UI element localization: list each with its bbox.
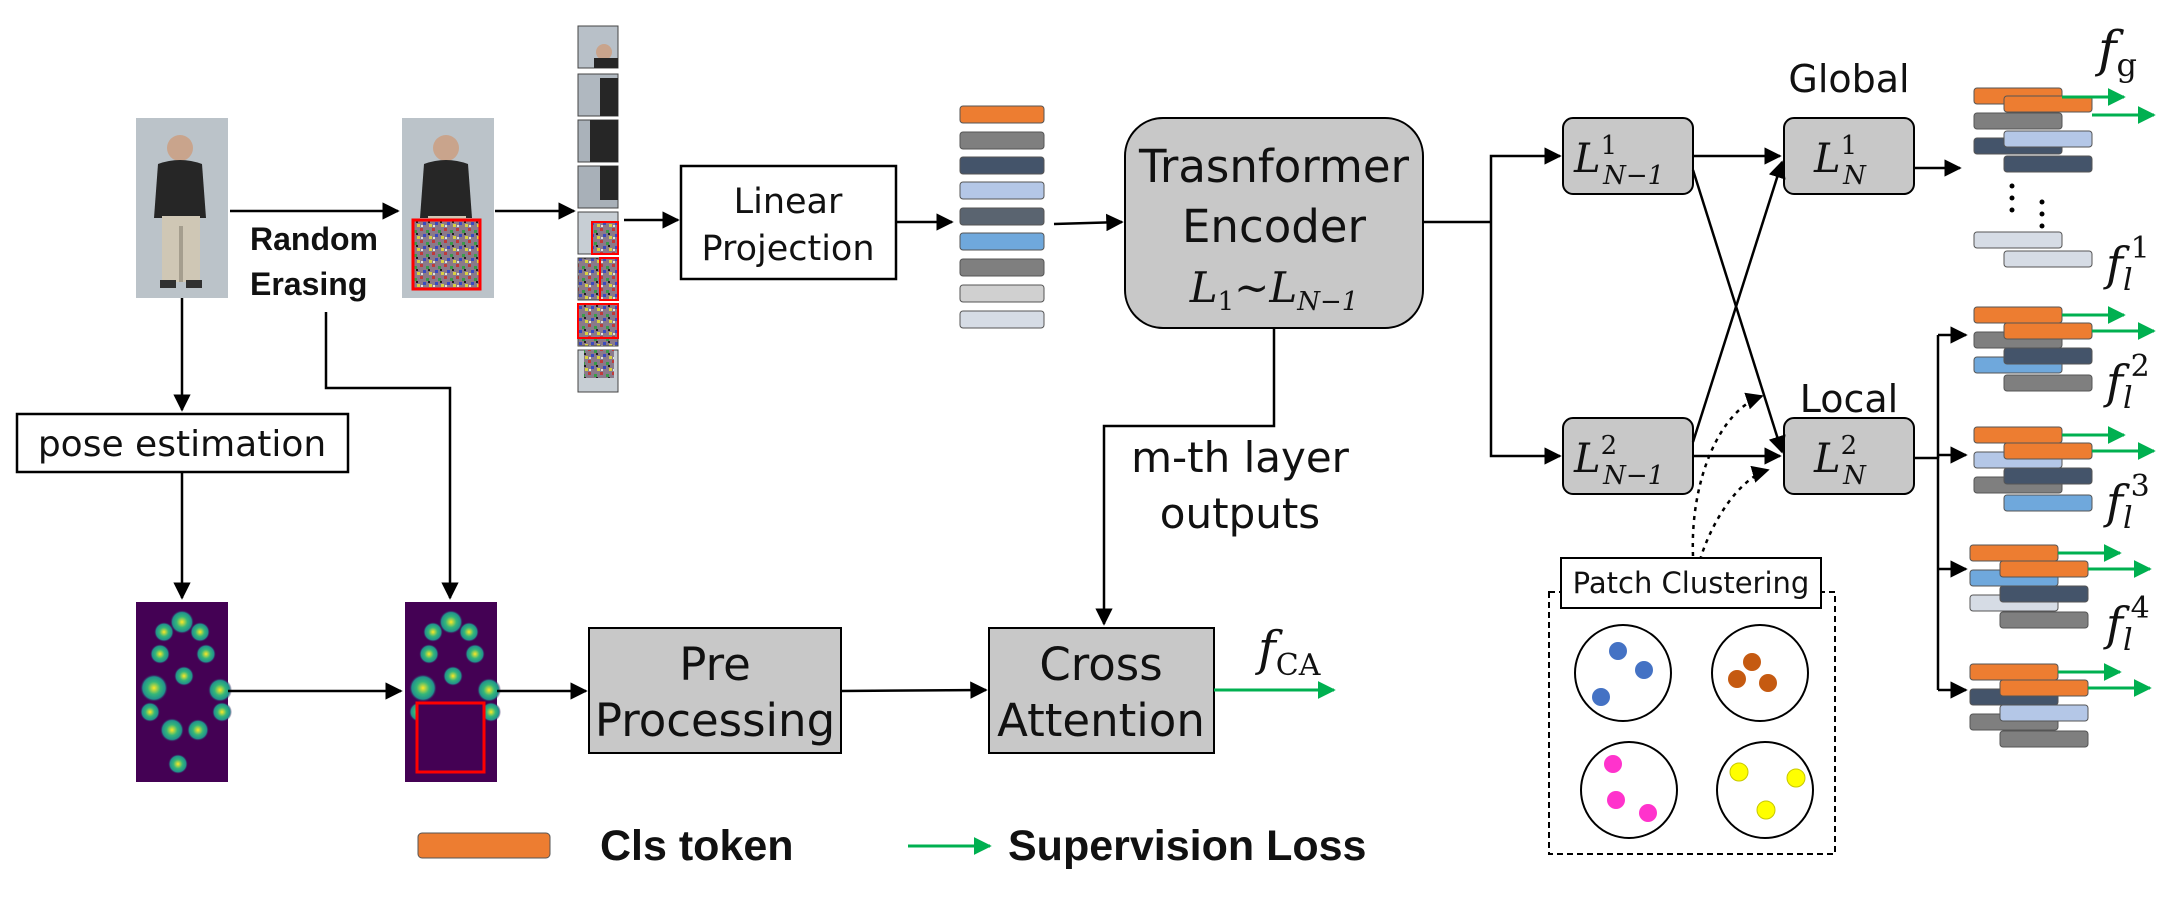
- input-person-image: [136, 118, 228, 298]
- arrow-ln2prev-to-ln1: [1691, 160, 1786, 443]
- arrow-preprocessing-to-cross-attention: [840, 681, 988, 699]
- local-branch-trunk: [1914, 456, 1940, 690]
- local-feature-tokens-1: [1973, 306, 2156, 392]
- f-l1-label: fl1: [2103, 231, 2150, 298]
- patch-clustering-label: Patch Clustering: [1573, 566, 1810, 600]
- arrow-encoder-to-ln2prev: [1489, 222, 1562, 465]
- cluster-1: [1574, 624, 1672, 722]
- dotted-arrow-clustering-2: [1698, 465, 1770, 561]
- arrow-erasing-to-erased-heatmap: [324, 312, 459, 600]
- cluster-2: [1711, 624, 1809, 722]
- encoder-line2: Encoder: [1182, 200, 1366, 253]
- legend-supervision-label: Supervision Loss: [1008, 822, 1366, 870]
- local-label: Local: [1800, 377, 1899, 421]
- f-l4-label: fl4: [2103, 591, 2150, 658]
- mth-layer-line1: m-th layer: [1131, 433, 1350, 482]
- linear-projection-line2: Projection: [701, 229, 874, 269]
- f-g-label: fg: [2094, 20, 2137, 84]
- cls-token: [959, 105, 1045, 124]
- global-label: Global: [1788, 57, 1909, 101]
- pose-estimation-label: pose estimation: [38, 424, 326, 465]
- pose-estimation-box: pose estimation: [15, 412, 350, 474]
- arrow-tokens-to-encoder: [1053, 213, 1124, 232]
- legend: Cls token Supervision Loss: [417, 822, 1366, 870]
- random-label-line2: Erasing: [250, 266, 367, 302]
- random-label-line1: Random: [250, 221, 378, 257]
- svg-text:L2N−1: L2N−1: [1573, 431, 1664, 491]
- image-patches: [577, 25, 619, 393]
- cross-attention-line2: Attention: [997, 694, 1205, 747]
- transformer-encoder-box: Trasnformer Encoder L1~LN−1: [1124, 117, 1424, 329]
- encoder-line1: Trasnformer: [1138, 140, 1410, 193]
- pre-processing-line1: Pre: [679, 638, 751, 691]
- linear-projection-line1: Linear: [734, 182, 843, 222]
- cluster-3: [1580, 741, 1678, 839]
- patch-clustering-panel: Patch Clustering: [1548, 557, 1836, 855]
- svg-text:L1N: L1N: [1813, 131, 1867, 191]
- arrow-ln1prev-to-ln2: [1691, 169, 1786, 454]
- f-ca-label: fCA: [1255, 621, 1321, 683]
- pose-heatmap: [136, 602, 232, 782]
- svg-text:L1N−1: L1N−1: [1573, 131, 1664, 191]
- erased-person-image: [402, 118, 494, 298]
- dotted-arrow-clustering-1: [1691, 392, 1764, 557]
- arrow-mth-layer-to-cross-attention: [1095, 328, 1276, 626]
- cluster-4: [1716, 741, 1814, 839]
- f-l2-label: fl2: [2103, 349, 2150, 416]
- legend-cls-swatch: [417, 832, 551, 859]
- encoder-layer-range: L1~LN−1: [1189, 263, 1359, 317]
- local-feature-tokens-4: [1969, 663, 2152, 748]
- cross-attention-line1: Cross: [1039, 638, 1162, 691]
- pre-processing-line2: Processing: [595, 694, 835, 747]
- svg-text:L2N: L2N: [1813, 431, 1867, 491]
- arrow-encoder-to-ln1prev: [1489, 147, 1562, 222]
- local-feature-tokens-2: [1973, 426, 2156, 512]
- linear-projection-box: Linear Projection: [679, 164, 898, 281]
- mth-layer-line2: outputs: [1160, 489, 1320, 538]
- global-feature-tokens: [1973, 87, 2156, 268]
- cross-attention-box: Cross Attention: [988, 627, 1215, 754]
- pre-processing-box: Pre Processing: [588, 627, 842, 754]
- local-feature-tokens-3: [1969, 544, 2152, 629]
- legend-cls-label: Cls token: [600, 822, 794, 870]
- token-sequence: [959, 105, 1045, 329]
- f-l3-label: fl3: [2103, 469, 2150, 536]
- erased-pose-heatmap: [405, 602, 501, 782]
